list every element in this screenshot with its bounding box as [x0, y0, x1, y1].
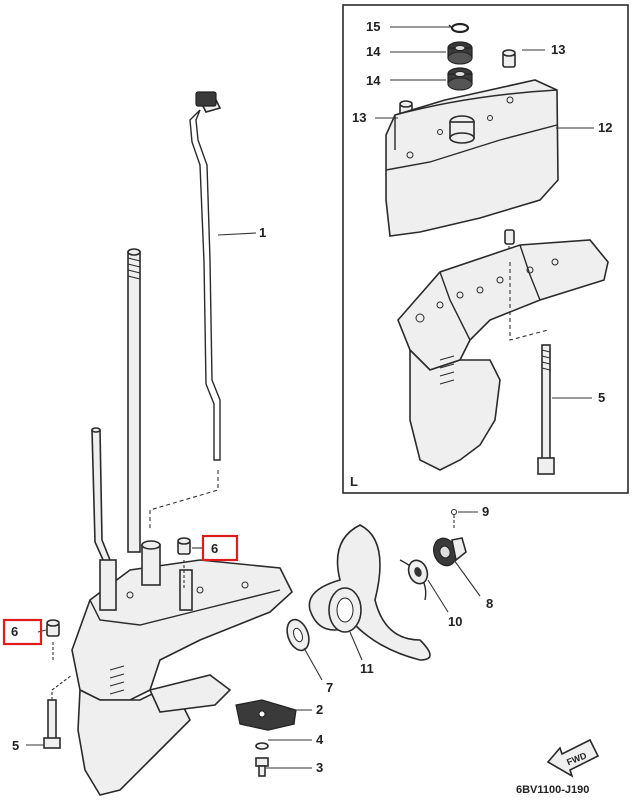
water-tube — [91, 427, 112, 563]
callout-3: 3 — [316, 760, 323, 775]
thrust-washer-part-7 — [286, 618, 310, 652]
callout-9: 9 — [482, 504, 489, 519]
callout-5-inset: 5 — [598, 390, 605, 405]
cotter-pin-part-9 — [451, 509, 457, 530]
shift-rod-part-1 — [189, 91, 222, 461]
bearing-part-14-top — [447, 41, 473, 65]
nut-part-8 — [433, 537, 467, 567]
lower-case-inset — [397, 239, 609, 471]
bolt-part-5-left — [43, 674, 73, 749]
callout-6-left: 6 — [11, 624, 18, 639]
anode-part-2 — [235, 699, 297, 731]
dowel-part-6-left — [46, 619, 60, 660]
callout-8: 8 — [486, 596, 493, 611]
callout-11: 11 — [360, 661, 374, 676]
callout-14-bottom: 14 — [366, 73, 381, 88]
housing-part-12 — [385, 79, 559, 237]
dowel-part-6-top — [177, 537, 191, 590]
inset-panel: L — [342, 4, 629, 494]
drive-shaft — [127, 248, 141, 553]
lower-case-main — [71, 540, 293, 796]
bearing-part-14-bottom — [447, 67, 473, 91]
callout-13-left: 13 — [352, 110, 366, 125]
propeller-part-11 — [308, 524, 431, 661]
washer-part-10 — [407, 559, 429, 585]
fwd-arrow: FWD — [546, 738, 600, 778]
screw-part-3 — [255, 757, 269, 777]
callout-1: 1 — [259, 225, 266, 240]
diagram-code: 6BV1100-J190 — [516, 784, 589, 796]
washer-part-4 — [255, 742, 269, 750]
callout-14-top: 14 — [366, 44, 381, 59]
callout-10: 10 — [448, 614, 462, 629]
circlip-part-15 — [448, 22, 470, 34]
callout-15: 15 — [366, 19, 380, 34]
highlight-box-6-left — [2, 618, 43, 646]
callout-6-top: 6 — [211, 541, 218, 556]
callout-13-top: 13 — [551, 42, 565, 57]
callout-7: 7 — [326, 680, 333, 695]
highlight-box-6-top — [201, 534, 239, 562]
callout-12: 12 — [598, 120, 612, 135]
callout-5-left: 5 — [12, 738, 19, 753]
bolt-part-5-inset — [537, 344, 555, 475]
inset-label: L — [350, 474, 358, 489]
dowel-part-13-right — [502, 49, 516, 68]
callout-4: 4 — [316, 732, 324, 747]
callout-2: 2 — [316, 702, 323, 717]
